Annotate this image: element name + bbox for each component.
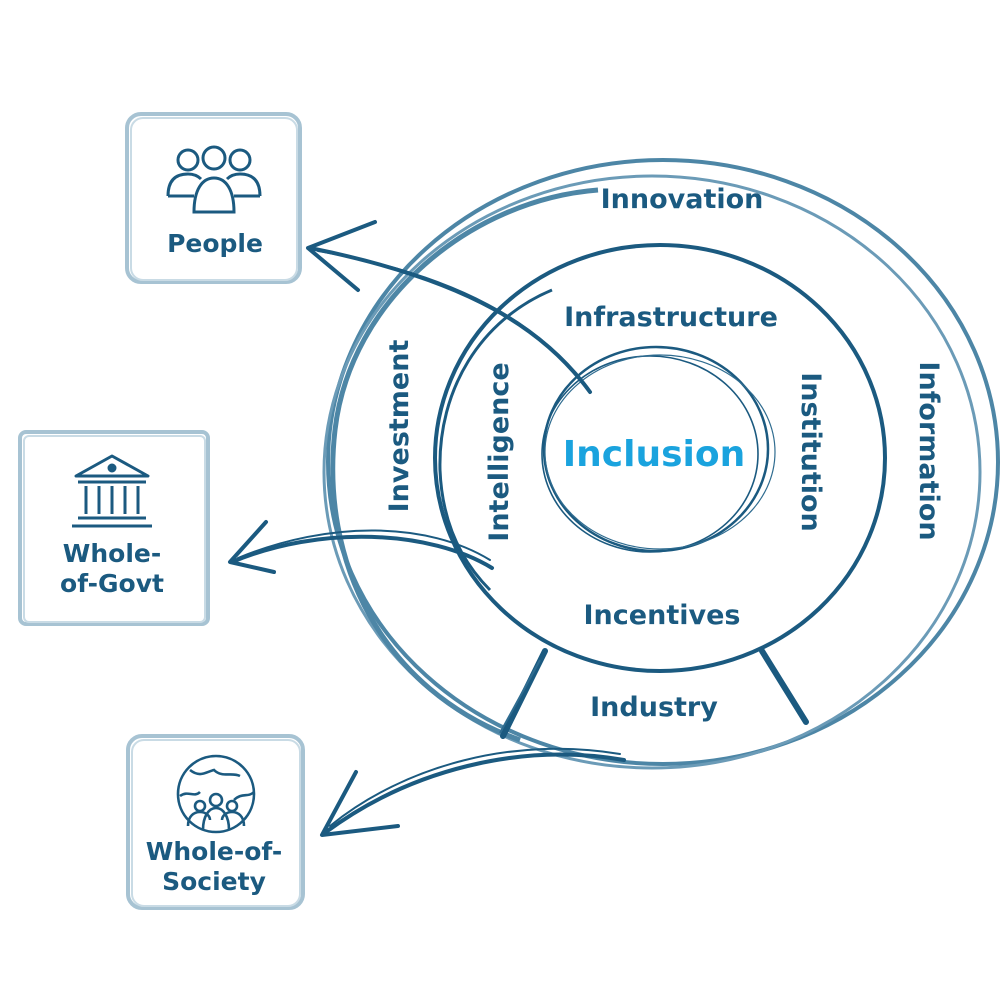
- outer-label-industry: Industry: [590, 692, 718, 723]
- outer-label-innovation: Innovation: [601, 184, 764, 215]
- inner-label-intelligence: Intelligence: [484, 362, 515, 541]
- box-govt-label-line2: of-Govt: [60, 569, 164, 598]
- center-circle-sketch-2: [544, 354, 776, 550]
- globe-community-icon: [176, 754, 256, 834]
- people-group-icon: [166, 145, 262, 214]
- industry-divider-left-sketch: [499, 659, 541, 734]
- box-govt-label-line1: Whole-: [63, 539, 161, 568]
- box-people: People: [125, 112, 302, 284]
- arrow-to-govt: [230, 534, 494, 570]
- box-people-frame-sketch: [130, 117, 298, 281]
- industry-divider-right: [759, 648, 809, 725]
- box-people-frame: [125, 112, 302, 284]
- box-govt-frame: [18, 430, 210, 626]
- box-society-frame-sketch: [131, 739, 301, 907]
- box-people-label: People: [167, 229, 263, 258]
- box-whole-of-govt: Whole- of-Govt: [18, 430, 210, 626]
- center-circle: [542, 345, 770, 553]
- inner-label-institution: Institution: [795, 372, 826, 532]
- outer-ring: [326, 158, 1000, 766]
- box-society-frame: [126, 734, 305, 910]
- inner-label-infrastructure: Infrastructure: [564, 302, 778, 333]
- arrow-to-society-head: [320, 770, 400, 837]
- inner-ring: [433, 243, 887, 673]
- outer-label-information: Information: [913, 361, 944, 540]
- center-circle-sketch: [541, 355, 759, 553]
- arrow-to-govt-sketch: [237, 529, 491, 561]
- box-whole-of-society: Whole-of- Society: [126, 734, 305, 910]
- outer-label-investment: Investment: [384, 340, 415, 513]
- center-label-inclusion: Inclusion: [563, 434, 745, 475]
- arrow-to-people-sketch: [317, 250, 586, 386]
- government-building-icon: [72, 454, 152, 528]
- arrow-to-society: [324, 752, 626, 834]
- arrow-to-people-head: [306, 220, 377, 292]
- inner-label-incentives: Incentives: [584, 600, 741, 631]
- arrows: [228, 220, 626, 837]
- arrow-to-society-sketch: [329, 747, 621, 827]
- rings: [322, 158, 1000, 770]
- box-govt-frame-sketch: [23, 435, 206, 623]
- box-society-label-line2: Society: [162, 867, 266, 896]
- arrow-to-govt-head: [228, 520, 276, 574]
- box-society-label-line1: Whole-of-: [146, 837, 282, 866]
- outer-ring-inner-arc: [330, 187, 599, 743]
- outer-ring-sketch: [322, 174, 982, 770]
